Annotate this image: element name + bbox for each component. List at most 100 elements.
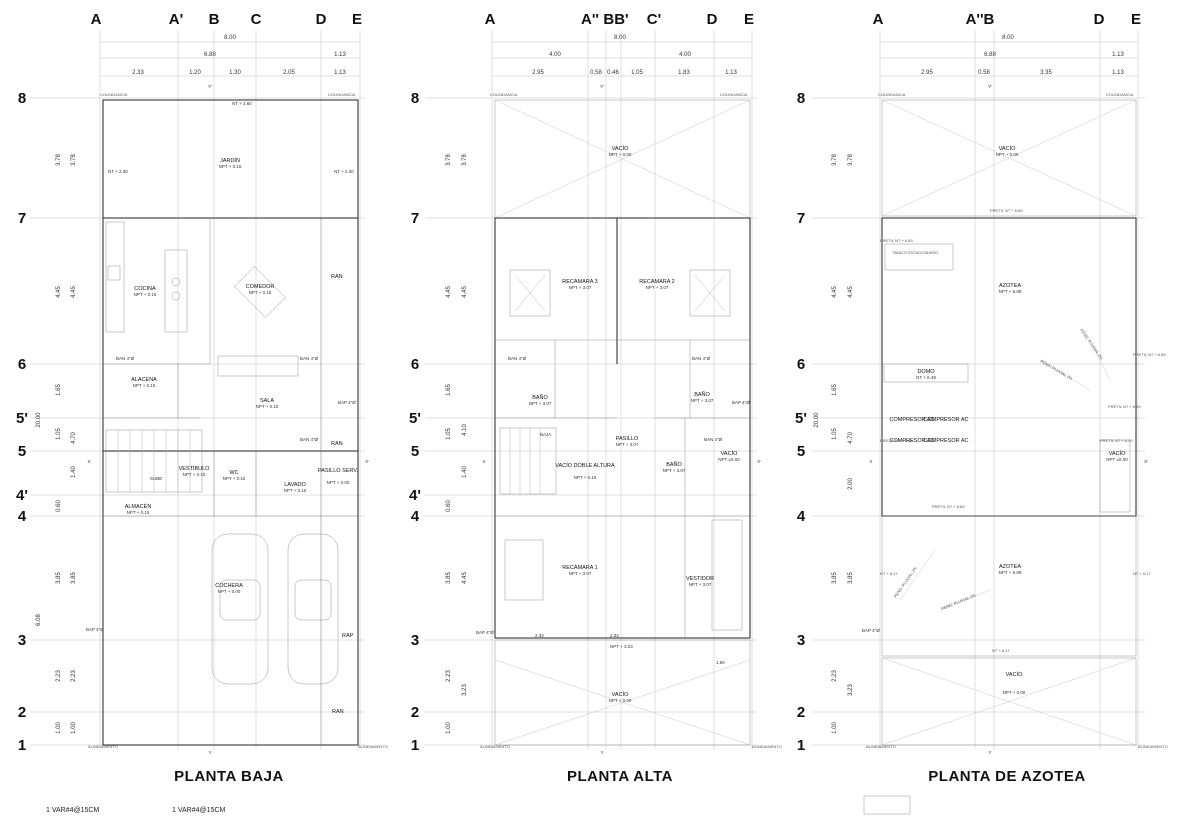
level-label: NPT + 3.07 — [689, 582, 712, 587]
room-label: JARDÍN — [220, 157, 240, 164]
side-dim: 1.65 — [446, 384, 452, 396]
row-label: 8 — [18, 90, 26, 107]
row-label: 7 — [18, 210, 26, 227]
dim-text: 6.88 — [984, 52, 996, 58]
side-dim: 1.00 — [832, 722, 838, 734]
void-area — [881, 99, 1137, 217]
bed — [509, 269, 551, 317]
level-label: NPT ±0.00 — [1106, 457, 1128, 462]
tag: NT + 2.60 — [232, 101, 252, 106]
rebar-note: 1 VAR#4@15CM — [46, 807, 99, 814]
side-dim: 4.45 — [462, 572, 468, 584]
car-outline — [287, 533, 339, 685]
dim-text: 1.20 — [189, 70, 201, 76]
plan-title: PLANTA DE AZOTEA — [928, 768, 1085, 785]
room-label: AZOTEA — [999, 564, 1021, 570]
col-label: B — [209, 11, 220, 28]
row-label: 3 — [411, 632, 419, 649]
level-label: NPT + 3.07 — [691, 398, 714, 403]
sink — [107, 265, 121, 281]
col-label: C' — [647, 11, 661, 28]
room-label: VESTÍBULO — [179, 465, 211, 472]
equipment-label: COMPRESOR AC — [924, 417, 969, 423]
tag: NT + 6.17 — [992, 648, 1010, 653]
side-dim: 3.85 — [56, 572, 62, 584]
col-label: BB' — [603, 11, 628, 28]
row-label: 8 — [797, 90, 805, 107]
side-dim: 3.78 — [832, 154, 838, 166]
void-cross — [881, 657, 1137, 746]
side-dim: 3.78 — [848, 154, 854, 166]
rebar-note: 1 VAR#4@15CM — [172, 807, 225, 814]
side-dim: 2.23 — [446, 670, 452, 682]
side-dim: 3.85 — [446, 572, 452, 584]
level-label: NPT + 0.15 — [134, 292, 157, 297]
row-label: 5' — [16, 410, 28, 427]
level-label: NPT + 3.07 — [663, 468, 686, 473]
tag: COLINDANCIA — [720, 92, 748, 97]
side-dim: 6.08 — [36, 614, 42, 626]
room-label: RECÁMARA 3 — [562, 278, 597, 285]
section-ref: Y' — [988, 84, 992, 89]
tag: PRETIL NT + 6.49 — [1108, 404, 1141, 409]
section-ref: Y — [208, 750, 211, 755]
dim-text: 0.46 — [607, 70, 619, 76]
tag: ALINEAMIENTO — [88, 744, 118, 749]
section-ref: X — [869, 459, 872, 464]
side-dim: 2.23 — [832, 670, 838, 682]
room-label: COCINA — [134, 286, 156, 292]
room-label: ALMACÉN — [125, 503, 152, 510]
tag: TINACO ESTACIONARIO — [892, 250, 938, 255]
equipment-label: COMPRESOR AC — [924, 438, 969, 444]
side-dim: 20.00 — [814, 412, 820, 428]
room-label: COCHERA — [215, 583, 243, 589]
dim-text: 2.95 — [532, 70, 544, 76]
room-label: DOMO — [917, 369, 935, 375]
tag: RAP — [342, 633, 354, 639]
slope-arrow — [939, 589, 991, 611]
tag: ALINEAMIENTO — [480, 744, 510, 749]
room-label: VACÍO — [999, 145, 1016, 152]
row-label: 2 — [411, 704, 419, 721]
col-label: D — [707, 11, 718, 28]
level-label: NPT + 3.07 — [569, 285, 592, 290]
row-label: 1 — [797, 737, 805, 754]
dim-text: 2.33 — [132, 70, 144, 76]
car-outline — [211, 533, 269, 685]
level-label: NPT + 3.07 — [646, 285, 669, 290]
level-label: NPT + 0.15 — [256, 404, 279, 409]
side-dim: 1.40 — [462, 466, 468, 478]
side-dim: 0.60 — [56, 500, 62, 512]
room-label: BAÑO — [694, 391, 710, 398]
void-cross — [494, 659, 751, 746]
section-ref: X' — [757, 459, 761, 464]
level-label: NPT + 0.00 — [327, 480, 350, 485]
section-ref: X — [87, 459, 90, 464]
dim-text: 2.95 — [921, 70, 933, 76]
col-label: E — [1131, 11, 1141, 28]
side-dim: 3.78 — [71, 154, 77, 166]
tag: COLINDANCIA — [1106, 92, 1134, 97]
dim-text: 6.88 — [204, 52, 216, 58]
col-label: E — [352, 11, 362, 28]
side-dim: 1.00 — [71, 722, 77, 734]
room-label: VACÍO DOBLE ALTURA — [555, 462, 615, 469]
outer-wall — [494, 217, 751, 639]
room-label: PASILLO — [616, 436, 639, 442]
plan-planta-baja: A A' B C D E 8.00 6.88 1.13 2.33 1.20 1.… — [16, 11, 388, 785]
row-label: 1 — [18, 737, 26, 754]
row-label: 6 — [797, 356, 805, 373]
room-label: RECÁMARA 2 — [639, 278, 674, 285]
row-label: 4' — [16, 487, 28, 504]
void-shaft — [1099, 439, 1131, 513]
tag: 1.60 — [716, 660, 725, 665]
dim-text: 1.13 — [1112, 52, 1124, 58]
tag: BAN 4"Ø — [508, 356, 527, 361]
side-dim: 3.85 — [848, 572, 854, 584]
side-dim: 4.10 — [462, 424, 468, 436]
tag: BAP 4"Ø — [476, 630, 494, 635]
side-dim: 4.45 — [832, 286, 838, 298]
room-label: VACÍO — [612, 145, 629, 152]
